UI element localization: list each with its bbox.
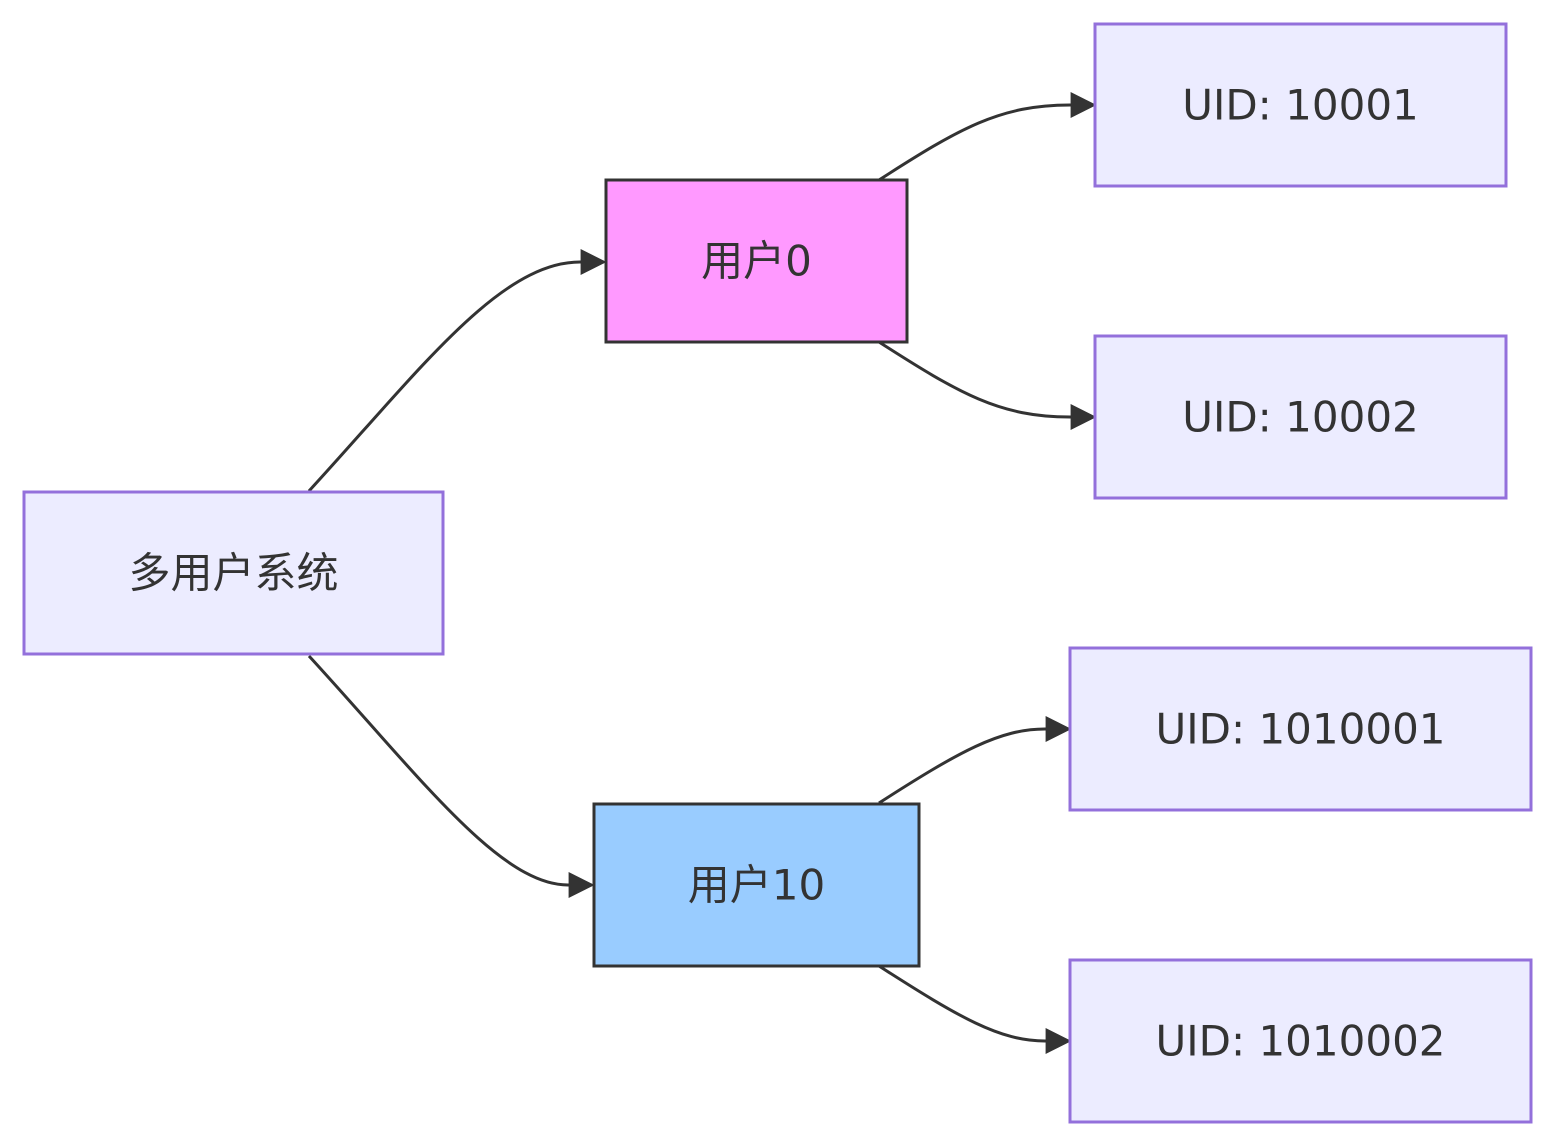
edge-user0-uid2 (878, 340, 1097, 430)
node-box (592, 802, 921, 968)
node-box (1068, 958, 1533, 1124)
node-label: 多用户系统 (128, 549, 338, 598)
node-uid-1010001[interactable]: UID: 1010001 (1068, 646, 1533, 812)
node-label: UID: 1010002 (1155, 1017, 1445, 1066)
node-uid-10002[interactable]: UID: 10002 (1093, 334, 1508, 500)
edges-group (307, 92, 1097, 1054)
node-box (604, 178, 909, 344)
edge-root-user0 (307, 249, 607, 493)
node-box (22, 490, 445, 656)
edge-user10-uid4 (878, 964, 1072, 1054)
edge-user0-uid1 (878, 92, 1097, 182)
node-label: UID: 1010001 (1155, 705, 1445, 754)
node-label: 用户0 (701, 237, 812, 286)
nodes-group: 多用户系统 用户0 用户10 UID: 10001 UID: 10002 UID… (22, 22, 1533, 1124)
node-box (1093, 334, 1508, 500)
node-label: UID: 10002 (1182, 393, 1419, 442)
node-label: UID: 10001 (1182, 81, 1419, 130)
node-box (1093, 22, 1508, 188)
node-uid-10001[interactable]: UID: 10001 (1093, 22, 1508, 188)
node-multi-user-system[interactable]: 多用户系统 (22, 490, 445, 656)
node-user0[interactable]: 用户0 (604, 178, 909, 344)
node-label: 用户10 (688, 861, 825, 910)
node-box (1068, 646, 1533, 812)
node-user10[interactable]: 用户10 (592, 802, 921, 968)
edge-user10-uid3 (878, 716, 1072, 805)
edge-root-user10 (307, 654, 595, 898)
node-uid-1010002[interactable]: UID: 1010002 (1068, 958, 1533, 1124)
